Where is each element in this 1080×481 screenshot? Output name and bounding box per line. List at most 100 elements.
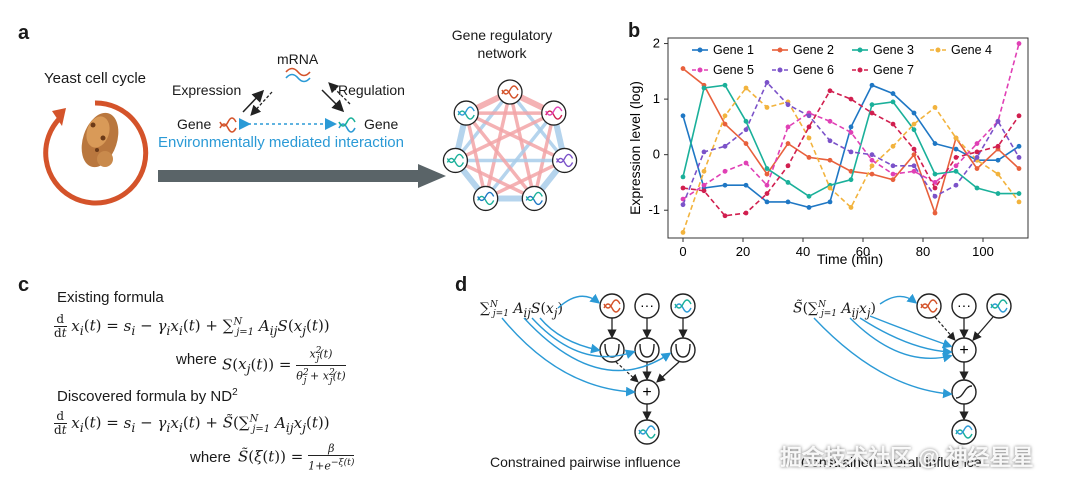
where-label-2: where <box>190 449 231 466</box>
data-point <box>764 191 770 196</box>
ellipsis-text-right: ··· <box>957 297 971 313</box>
legend-label: Gene 4 <box>951 43 992 57</box>
data-point <box>1016 113 1022 119</box>
legend-entry: Gene 3 <box>852 43 914 57</box>
data-point <box>869 102 875 108</box>
data-point <box>743 127 749 133</box>
existing-formula-label: Existing formula <box>57 289 164 306</box>
data-point <box>827 88 833 94</box>
data-point <box>953 163 959 169</box>
data-point <box>1016 191 1022 196</box>
data-point <box>806 135 812 141</box>
data-point <box>869 171 875 177</box>
caption-pairwise: Constrained pairwise influence <box>490 454 681 470</box>
data-point <box>1016 199 1022 205</box>
discovered-formula-label: Discovered formula by ND2 <box>57 387 238 405</box>
discovered-formula-equation: d dt xi(t) = si − γixi(t) + S̃(∑Nj=1 Aij… <box>54 409 330 437</box>
watermark-text: 掘金技术社区 @ 神经星星 <box>780 445 1034 470</box>
data-point <box>911 121 917 127</box>
node-gene-red <box>599 293 625 319</box>
series-line-4 <box>682 86 1020 233</box>
panel-d-diagrams: ··· + ··· <box>501 293 1012 445</box>
data-point <box>722 168 728 174</box>
data-point <box>953 146 959 152</box>
data-point <box>869 82 875 88</box>
data-point <box>806 113 812 119</box>
data-point <box>743 210 749 216</box>
data-point <box>722 182 728 188</box>
network-edge <box>454 158 536 201</box>
data-point <box>722 82 728 88</box>
data-point <box>974 185 980 191</box>
data-point <box>743 141 749 146</box>
data-point <box>995 191 1001 196</box>
data-point <box>848 96 854 102</box>
discovered-formula-sup: 2 <box>232 387 238 398</box>
data-point <box>680 174 686 180</box>
pairwise-sum-label: ∑Nj=1 AijS(xj) <box>480 300 563 320</box>
yeast-cell-cycle-label: Yeast cell cycle <box>44 70 146 87</box>
data-point <box>743 85 749 91</box>
overall-sum-label: S̃(∑Nj=1 Aijxj) <box>793 300 876 320</box>
data-point <box>953 135 959 141</box>
network-edge <box>464 112 488 199</box>
data-point <box>995 143 1001 149</box>
legend-entry: Gene 7 <box>852 63 914 77</box>
data-point <box>722 113 728 119</box>
legend-entry: Gene 2 <box>772 43 834 57</box>
ellipsis-text-left: ··· <box>640 297 654 313</box>
data-point <box>764 80 770 85</box>
data-point <box>701 168 707 174</box>
data-point <box>827 199 833 205</box>
data-point <box>827 157 833 163</box>
discovered-formula-text: Discovered formula by ND <box>57 388 233 405</box>
data-point <box>848 149 854 155</box>
x-tick-label: 60 <box>856 244 870 259</box>
data-point <box>701 85 707 91</box>
data-point <box>701 188 707 194</box>
hill-function-equation: S(xj(t)) = x2j(t) θ2j + x2j(t) <box>222 345 346 386</box>
network-edge <box>454 90 512 162</box>
data-point <box>995 118 1001 124</box>
network-edge <box>484 158 566 201</box>
data-point <box>911 110 917 116</box>
data-point <box>1016 41 1022 46</box>
mrna-icon <box>285 67 311 83</box>
data-point <box>953 182 959 188</box>
data-point <box>911 127 917 133</box>
plus-text-left: + <box>642 384 651 401</box>
data-point <box>701 149 707 155</box>
data-point <box>890 163 896 169</box>
network-edge <box>454 111 555 163</box>
y-tick-label: 0 <box>653 147 660 162</box>
legend-entry: Gene 1 <box>692 43 754 57</box>
data-point <box>890 171 896 177</box>
network-edge <box>508 90 566 162</box>
data-point <box>743 118 749 124</box>
y-tick-label: -1 <box>648 202 660 217</box>
data-point <box>785 102 791 108</box>
legend-entry: Gene 6 <box>772 63 834 77</box>
data-point <box>806 155 812 160</box>
data-point <box>869 157 875 163</box>
data-point <box>848 130 854 135</box>
network-gene-node <box>473 185 499 212</box>
data-point <box>890 91 896 96</box>
data-point <box>869 163 875 169</box>
legend-label: Gene 1 <box>713 43 754 57</box>
output-node-left <box>634 419 660 445</box>
data-point <box>1016 143 1022 149</box>
legend-label: Gene 6 <box>793 63 834 77</box>
network-edge <box>464 111 536 200</box>
gene-right-label: Gene <box>364 116 399 132</box>
data-point <box>1016 155 1022 160</box>
data-point <box>932 193 938 199</box>
hill-node-3 <box>670 337 696 363</box>
data-point <box>848 124 854 130</box>
legend-entry: Gene 5 <box>692 63 754 77</box>
data-point <box>764 199 770 205</box>
network-title-line1: Gene regulatory <box>451 27 553 43</box>
existing-formula-equation: d dt xi(t) = si − γixi(t) + ∑Nj=1 AijS(x… <box>54 312 330 340</box>
data-point <box>890 99 896 105</box>
data-point <box>785 124 791 130</box>
